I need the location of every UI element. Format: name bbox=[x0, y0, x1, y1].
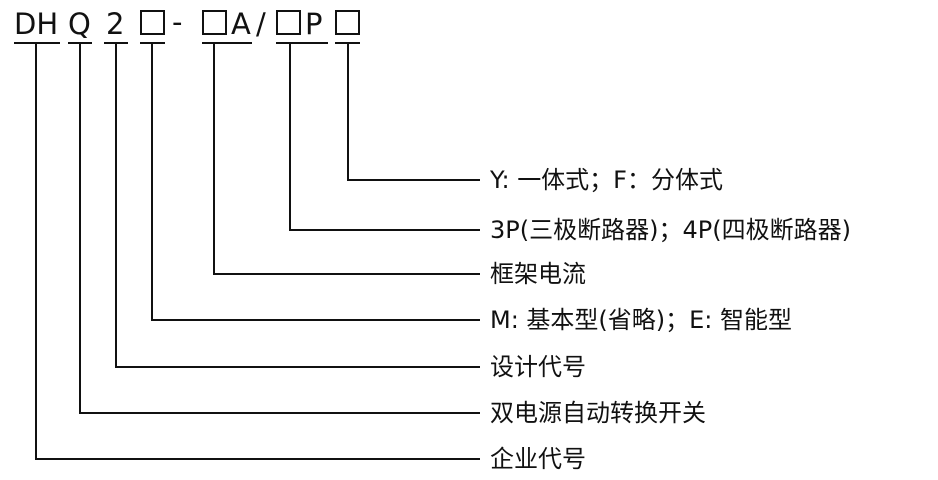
underline-q bbox=[68, 42, 92, 44]
underline-dh bbox=[14, 42, 60, 44]
desc-structure: Y: 一体式；F：分体式 bbox=[490, 166, 723, 194]
placeholder-box-poles bbox=[276, 10, 301, 35]
leader-line-design bbox=[115, 44, 480, 368]
leader-line-enterprise bbox=[35, 44, 480, 460]
underline-current bbox=[202, 42, 252, 44]
underline-2 bbox=[104, 42, 128, 44]
leader-line-type bbox=[151, 44, 480, 321]
placeholder-box-type bbox=[140, 10, 165, 35]
placeholder-box-current bbox=[202, 10, 227, 35]
code-segment-slash: / bbox=[256, 7, 266, 41]
leader-line-current bbox=[213, 44, 480, 275]
code-segment-p: P bbox=[305, 7, 323, 41]
code-segment-dash: - bbox=[172, 5, 183, 39]
code-segment-a: A bbox=[231, 7, 251, 41]
desc-design-code: 设计代号 bbox=[490, 353, 586, 381]
desc-type: M: 基本型(省略)；E: 智能型 bbox=[490, 306, 793, 334]
placeholder-box-structure bbox=[335, 10, 360, 35]
leader-line-structure bbox=[347, 44, 480, 181]
code-segment-dh: DH bbox=[14, 7, 59, 41]
code-segment-2: 2 bbox=[106, 7, 125, 41]
code-segment-q: Q bbox=[68, 7, 91, 41]
leader-line-product bbox=[79, 44, 480, 414]
leader-line-poles bbox=[289, 44, 480, 231]
underline-poles bbox=[276, 42, 328, 44]
underline-structure bbox=[335, 42, 360, 44]
underline-type bbox=[140, 42, 165, 44]
desc-enterprise-code: 企业代号 bbox=[490, 445, 586, 473]
desc-frame-current: 框架电流 bbox=[490, 260, 586, 288]
desc-product: 双电源自动转换开关 bbox=[490, 399, 706, 427]
desc-poles: 3P(三极断路器)；4P(四极断路器) bbox=[490, 216, 851, 244]
